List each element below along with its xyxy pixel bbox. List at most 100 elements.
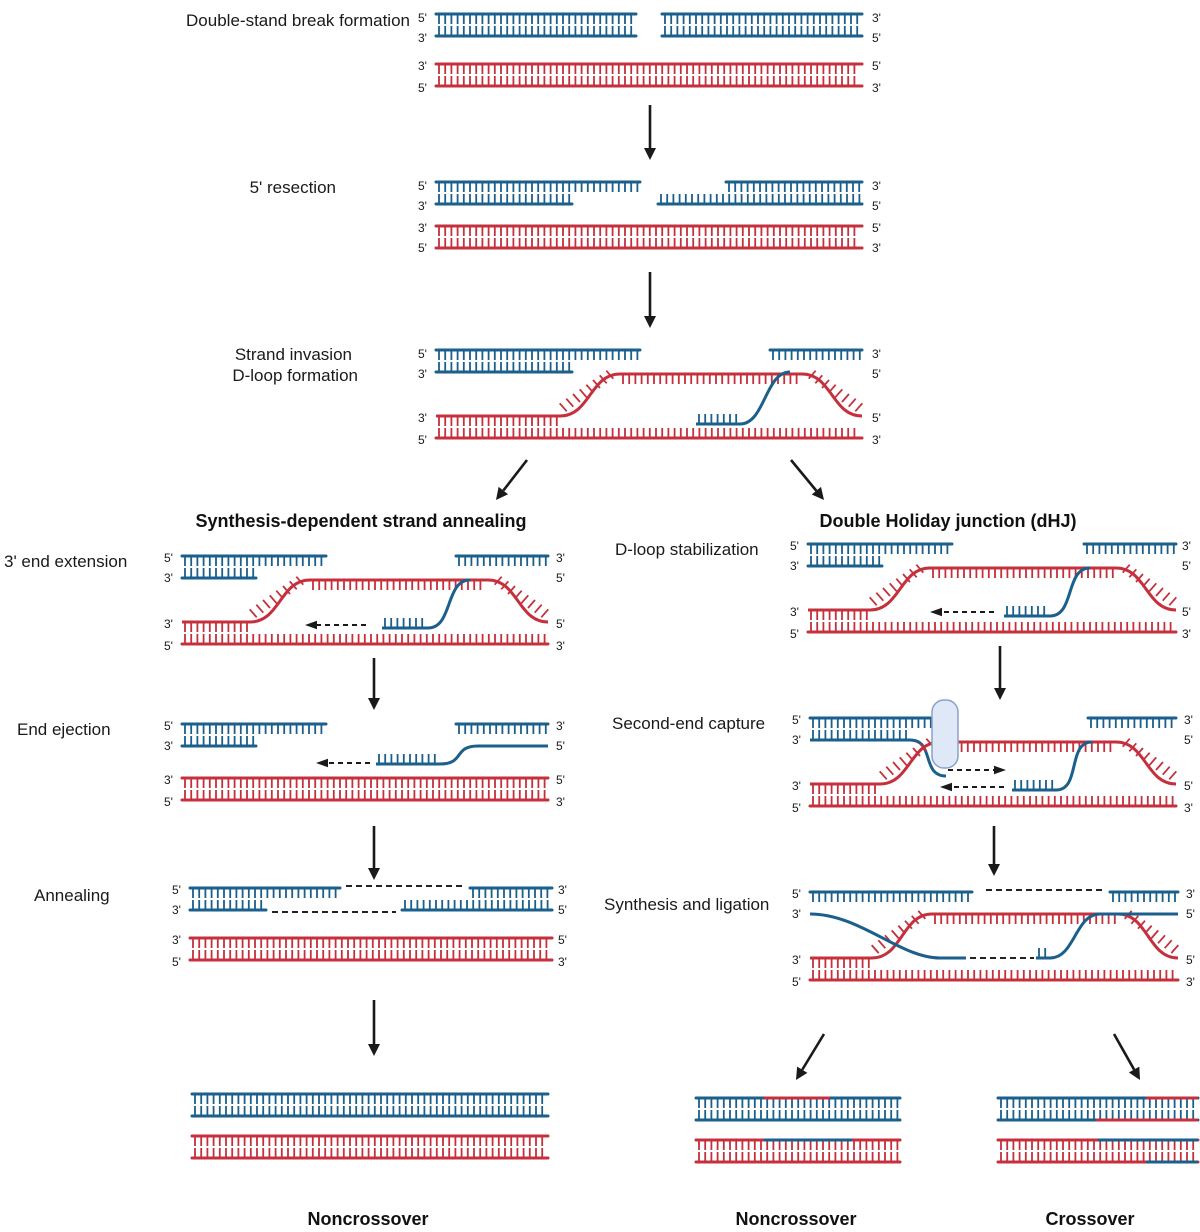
sdsa3-red-bottom-bases (192, 950, 548, 960)
end-r2-e: 3' (418, 221, 427, 235)
end-d1-h: 3' (1182, 627, 1191, 641)
sdsa-title: Synthesis-dependent strand annealing (195, 511, 526, 531)
end-r2-d: 5' (872, 199, 881, 213)
end-d3-b: 3' (792, 907, 801, 921)
end-d1-b: 3' (790, 559, 799, 573)
co-top-strand-2-bases (1000, 1110, 1195, 1120)
dhj-arrow-2-head (988, 864, 1000, 876)
end-d3-h: 3' (1186, 975, 1195, 989)
end-s2-e: 3' (164, 773, 173, 787)
end-r3-c: 3' (872, 347, 881, 361)
inv-red-bottom-bases (438, 428, 856, 438)
dhj3-left-crossing (809, 912, 966, 960)
dsb-red-top-bases (438, 64, 856, 74)
sdsa2-ejected-bases (378, 754, 436, 764)
sdsa-arrow-1-head (368, 698, 380, 710)
end-d3-c: 3' (1186, 887, 1195, 901)
sdsa1-dloop-bases-mid (312, 580, 482, 590)
dhj2-arrow-left-head (940, 782, 952, 792)
dhj2-invader-bases (1014, 780, 1054, 790)
co-top-strand-1-bases (1000, 1098, 1195, 1108)
end-r2-a: 5' (418, 179, 427, 193)
end-r3-e: 3' (418, 411, 427, 425)
label-synthesis-ligation: Synthesis and ligation (604, 895, 769, 914)
dhj1-synthesis-arrow-head (930, 607, 942, 617)
end-r2-h: 3' (872, 241, 881, 255)
sdsa1-red-bottom-bases (184, 634, 546, 644)
dsb-left-blue-top-bases (438, 14, 633, 24)
end-s3-a: 5' (172, 883, 181, 897)
dhj3-right-crossing (1036, 912, 1101, 960)
co-bottom-strand-1-bases (1000, 1140, 1195, 1150)
dhj-title: Double Holiday junction (dHJ) (820, 511, 1077, 531)
dhj2-red-bottom-bases (812, 796, 1174, 806)
sdsa2-dashed-arrow-head (316, 758, 328, 768)
dhj1-invader-bases (1006, 606, 1046, 616)
end-s2-h: 3' (556, 795, 565, 809)
end-r1-c: 3' (872, 11, 881, 25)
end-d2-a: 5' (792, 713, 801, 727)
sdsa2-ejected (376, 744, 479, 766)
end-d3-f: 5' (792, 975, 801, 989)
dhj3-dloop-path (871, 912, 1179, 960)
sdsa1-invader (382, 578, 471, 630)
end-r2-c: 3' (872, 179, 881, 193)
end-d1-g: 5' (1182, 605, 1191, 619)
inv-dloop-bases-slopes (559, 370, 863, 412)
end-d2-d: 5' (1184, 733, 1193, 747)
dhj2-dloop-bases-slopes (879, 738, 1177, 780)
dhj-arrow-1-head (994, 688, 1006, 700)
end-s3-f: 5' (172, 955, 181, 969)
sdsa3-left-top-bases (192, 888, 337, 898)
end-s1-f: 5' (164, 639, 173, 653)
end-s2-b: 3' (164, 739, 173, 753)
sdsa1-dloop-bases-left (184, 622, 248, 632)
arrow-to-sdsa-head (496, 486, 509, 500)
nco-bottom-strand-1-bases (698, 1140, 899, 1150)
dhj1-dloop-path (869, 566, 1177, 612)
end-d2-b: 3' (792, 733, 801, 747)
label-end-extension: 3' end extension (4, 552, 127, 571)
end-d1-c: 3' (1182, 539, 1191, 553)
end-r1-a: 5' (418, 11, 427, 25)
end-s2-d: 5' (556, 739, 565, 753)
dhj1-dloop-bases-slopes (869, 564, 1177, 606)
arrow-to-dhj-head (811, 486, 824, 500)
sdsa3-left-bottom-bases (192, 900, 263, 910)
dhj1-right-top-bases (1086, 544, 1175, 554)
outcome-sdsa-noncrossover: Noncrossover (307, 1209, 428, 1229)
dhj2-arrow-right-head (994, 765, 1006, 775)
label-annealing: Annealing (34, 886, 110, 905)
end-s1-a: 5' (164, 551, 173, 565)
arrow-to-invasion-head (644, 316, 656, 328)
end-r1-f: 5' (418, 81, 427, 95)
end-r1-d: 5' (872, 31, 881, 45)
dhj-arrow-nco (801, 1033, 826, 1071)
end-d3-g: 5' (1186, 953, 1195, 967)
dhj2-left-bottom-bases (812, 730, 907, 740)
dhj-arrow-nco-head (796, 1066, 808, 1080)
dhj3-dloop-bases-mid (934, 914, 1116, 924)
res-red-top-bases (438, 226, 856, 236)
inv-dloop-path (559, 372, 863, 418)
sdsa3-right-bottom-bases (404, 900, 549, 910)
res-left-bottom-bases (438, 194, 571, 204)
sdsa-product-blue-top-bases (194, 1094, 544, 1104)
end-s2-f: 5' (164, 795, 173, 809)
res-left-top-bases (438, 182, 639, 192)
dhj2-dloop-bases-left (812, 784, 876, 794)
dhj3-right-crossing-bases (1038, 948, 1047, 958)
dhj1-red-bottom-bases (810, 622, 1172, 632)
inv-right-top-bases (772, 350, 861, 360)
sdsa1-synthesis-arrow-head (305, 620, 317, 630)
sdsa3-right-top-bases (472, 888, 549, 898)
end-s1-d: 5' (556, 571, 565, 585)
sdsa2-right-top-bases (458, 724, 547, 734)
capture-protein (931, 699, 959, 769)
end-s3-h: 3' (558, 955, 567, 969)
end-s3-c: 3' (558, 883, 567, 897)
arrow-to-dhj (789, 459, 818, 492)
label-resection: 5' resection (250, 178, 336, 197)
nco-top-strand-2-bases (698, 1110, 899, 1120)
nco-bottom-strand-2-bases (698, 1152, 899, 1162)
